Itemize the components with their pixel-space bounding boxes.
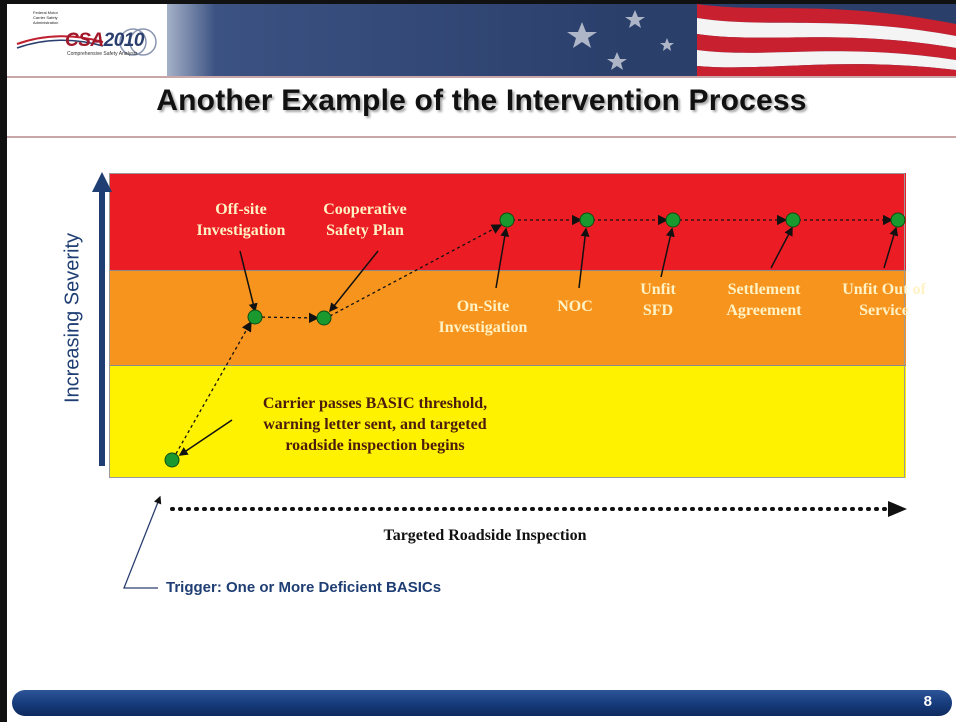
node-onsite-investigation	[499, 212, 515, 228]
severity-axis-arrow-icon	[92, 172, 112, 466]
label-carrier-line-2: warning letter sent, and targeted	[263, 416, 487, 433]
pointer-sfd	[660, 227, 675, 278]
band-divider-2	[109, 365, 906, 366]
logo-small-line-2: Carrier Safety	[33, 15, 58, 20]
node-settlement-agreement	[785, 212, 801, 228]
node-noc	[579, 212, 595, 228]
label-offsite-investigation: Off-site Investigation	[181, 199, 301, 241]
label-onsite-line-2: Investigation	[438, 319, 528, 336]
bands-border	[109, 173, 905, 478]
label-noc: NOC	[557, 298, 593, 315]
timeline-label: Targeted Roadside Inspection	[383, 527, 587, 544]
header-rule	[7, 76, 956, 78]
node-unfit-sfd	[665, 212, 681, 228]
page-title: Another Example of the Intervention Proc…	[156, 84, 807, 117]
process-nodes	[164, 212, 906, 468]
label-oos-line-2: Service	[859, 302, 909, 319]
logo-swoosh-icon	[16, 28, 157, 56]
label-carrier-threshold: Carrier passes BASIC threshold, warning …	[205, 393, 545, 456]
pointer-cooperative	[329, 250, 379, 313]
logo-brand: CSA2010	[65, 30, 144, 52]
flow-connectors	[172, 214, 894, 460]
pointer-settlement	[770, 226, 793, 269]
logo-tagline: Comprehensive Safety Analysis	[67, 51, 138, 57]
label-oos-line-1: Unfit Out of	[842, 281, 926, 298]
label-settlement-agreement: Settlement Agreement	[705, 279, 823, 321]
title-rule	[7, 136, 956, 138]
page-number: 8	[923, 693, 932, 710]
label-unfit-sfd: Unfit SFD	[618, 279, 698, 321]
frame-top-border	[0, 0, 956, 4]
node-carrier-threshold	[164, 452, 180, 468]
logo-brand-prefix: CSA	[65, 30, 104, 51]
node-cooperative-safety-plan	[316, 310, 332, 326]
label-unfit-out-of-service: Unfit Out of Service	[826, 279, 942, 321]
trigger-text: Trigger: One or More Deficient BASICs	[166, 579, 442, 596]
label-pointers	[178, 226, 899, 456]
label-carrier-line-1: Carrier passes BASIC threshold,	[262, 395, 488, 412]
severity-band-low	[109, 365, 906, 478]
csa-logo: Federal Motor Carrier Safety Administrat…	[7, 4, 167, 76]
logo-small-line-3: Administration	[33, 20, 59, 25]
connector-carrier-to-offsite	[172, 320, 252, 460]
label-onsite-line-1: On-Site	[456, 298, 510, 315]
pointer-onsite	[495, 227, 510, 289]
logo-brand-year: 2010	[103, 30, 145, 51]
label-settlement-line-2: Agreement	[726, 302, 802, 319]
node-offsite-investigation	[247, 309, 263, 325]
timeline-arrow	[170, 501, 907, 517]
pointer-noc	[578, 227, 590, 289]
label-onsite-investigation: On-Site Investigation	[421, 296, 545, 338]
label-offsite-line-1: Off-site	[215, 201, 267, 218]
label-unfit-sfd-line-2: SFD	[642, 302, 674, 319]
band-divider-1	[109, 270, 906, 271]
label-settlement-line-1: Settlement	[727, 281, 801, 298]
label-carrier-line-3: roadside inspection begins	[285, 437, 465, 454]
severity-band-medium	[109, 270, 906, 365]
node-unfit-oos	[890, 212, 906, 228]
pointer-carrier	[178, 419, 233, 456]
pointer-oos	[883, 226, 899, 269]
label-cooperative-line-1: Cooperative	[323, 201, 407, 218]
pointer-offsite	[239, 250, 258, 313]
label-cooperative-line-2: Safety Plan	[326, 222, 404, 239]
label-cooperative-safety-plan: Cooperative Safety Plan	[300, 199, 430, 241]
footer-bar: 8	[12, 690, 952, 716]
connector-offsite-to-cooperative	[255, 312, 320, 324]
connector-cooperative-to-onsite	[329, 224, 503, 317]
logo-small-line-1: Federal Motor	[33, 10, 58, 15]
frame-left-border	[0, 0, 7, 722]
trigger-pointer	[123, 495, 162, 589]
label-offsite-line-2: Investigation	[196, 222, 286, 239]
label-unfit-sfd-line-1: Unfit	[640, 281, 676, 298]
